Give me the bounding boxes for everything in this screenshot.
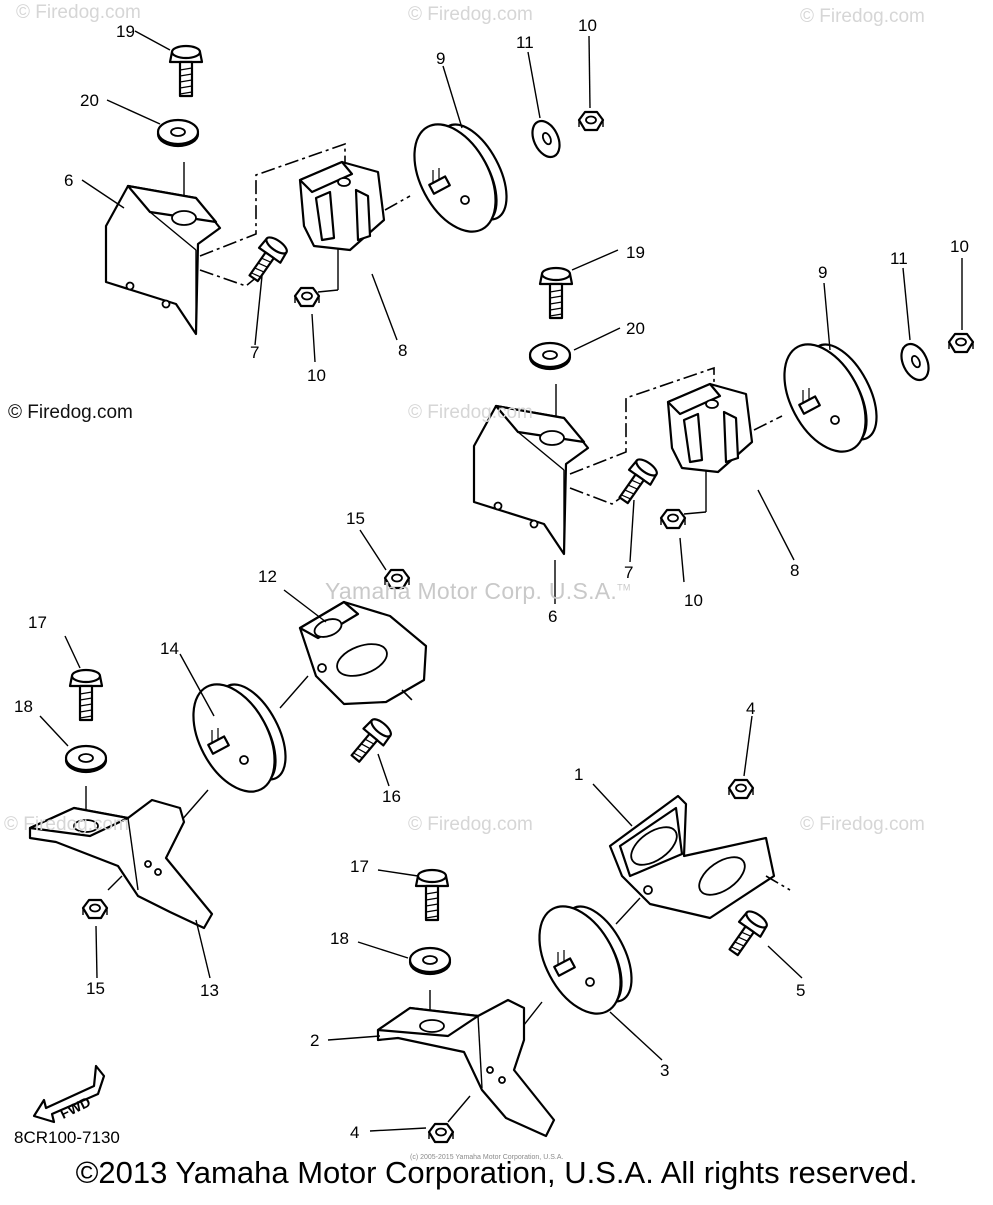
callout-12: 12: [258, 567, 277, 586]
engine-bracket-6-a: [104, 184, 222, 336]
callout-11-a: 11: [516, 33, 534, 52]
watermark: © Firedog.com: [800, 6, 925, 27]
bracket-1: [608, 794, 776, 920]
callout-19-b: 19: [626, 243, 645, 262]
callout-10-d: 10: [684, 591, 703, 610]
callout-20-b: 20: [626, 319, 645, 338]
bolt-5: [721, 906, 772, 961]
rubber-mount-9-b: [766, 329, 892, 467]
callout-20-a: 20: [80, 91, 99, 110]
bolt-7-b: [611, 454, 662, 509]
bolt-17-b: [414, 868, 450, 922]
forward-arrow: FWD: [32, 1064, 106, 1124]
callout-18-b: 18: [330, 929, 349, 948]
nut-15-b: [81, 898, 109, 920]
assembly-lower-left: [28, 568, 428, 930]
nut-10-a: [293, 286, 321, 308]
engine-bracket-6-b: [472, 404, 590, 556]
callout-10-a: 10: [307, 366, 326, 385]
assembly-upper-right: [472, 266, 975, 556]
callout-7-a: 7: [250, 343, 259, 362]
watermark: © Firedog.com: [800, 814, 925, 835]
bolt-7-a: [241, 232, 292, 287]
footer-copyright: ©2013 Yamaha Motor Corporation, U.S.A. A…: [75, 1155, 918, 1190]
washer-20-a: [156, 118, 200, 148]
callout-14: 14: [160, 639, 179, 658]
callout-2: 2: [310, 1031, 319, 1050]
upper-bracket-8-b: [666, 382, 754, 474]
callout-17-b: 17: [350, 857, 369, 876]
assembly-upper-left: [104, 44, 605, 336]
leader-lines: [39, 30, 963, 1132]
callout-3: 3: [660, 1061, 669, 1080]
nut-10-d: [947, 332, 975, 354]
callout-10-b: 10: [578, 16, 597, 35]
callout-8-b: 8: [790, 561, 799, 580]
callout-9-a: 9: [436, 49, 445, 68]
trademark-mark: TM: [617, 582, 631, 593]
yamaha-watermark: Yamaha Motor Corp. U.S.A.TM: [325, 578, 631, 605]
nut-4-b: [427, 1122, 455, 1144]
bolt-19-b: [538, 266, 574, 320]
watermark: © Firedog.com: [408, 4, 533, 25]
washer-18-a: [64, 744, 108, 774]
callout-4-a: 4: [746, 699, 755, 718]
callout-7-b: 7: [624, 563, 633, 582]
bolt-17-a: [68, 668, 104, 722]
callout-18-a: 18: [14, 697, 33, 716]
frame-bracket-13: [28, 798, 214, 930]
callout-15-b: 15: [86, 979, 105, 998]
washer-18-b: [408, 946, 452, 976]
fwd-label: FWD: [57, 1093, 93, 1121]
upper-bracket-8-a: [298, 160, 386, 252]
rubber-mount-9-a: [396, 109, 522, 247]
callout-6-a: 6: [64, 171, 73, 190]
callout-labels: 19 20 6 7 10 8 9 11 10 19 20 9 11 10 7 1…: [14, 16, 969, 1142]
diagram-code: 8CR100-7130: [14, 1128, 120, 1147]
callout-6-b: 6: [548, 607, 557, 626]
callout-15-a: 15: [346, 509, 365, 528]
callout-17-a: 17: [28, 613, 47, 632]
watermark: © Firedog.com: [4, 814, 129, 835]
watermark: © Firedog.com: [16, 2, 141, 23]
callout-13: 13: [200, 981, 219, 1000]
watermark: © Firedog.com: [408, 402, 533, 423]
washer-20-b: [528, 341, 572, 371]
callout-1: 1: [574, 765, 583, 784]
nut-10-c: [659, 508, 687, 530]
bracket-12: [298, 600, 428, 706]
washer-11-b: [894, 338, 936, 386]
callout-16: 16: [382, 787, 401, 806]
assembly-lower-right: [376, 778, 791, 1144]
yamaha-watermark-text: Yamaha Motor Corp. U.S.A.: [325, 578, 618, 604]
callout-9-b: 9: [818, 263, 827, 282]
callout-5: 5: [796, 981, 805, 1000]
callout-8-a: 8: [398, 341, 407, 360]
fine-print: (c) 2005-2015 Yamaha Motor Corporation, …: [410, 1154, 564, 1161]
callout-19-a: 19: [116, 22, 135, 41]
watermark: © Firedog.com: [408, 814, 533, 835]
callout-11-b: 11: [890, 249, 908, 268]
rubber-mount-14: [175, 669, 301, 807]
nut-4-a: [727, 778, 755, 800]
frame-bracket-2: [376, 998, 556, 1138]
firedog-copyright: © Firedog.com: [8, 402, 133, 423]
callout-4-b: 4: [350, 1123, 359, 1142]
callout-10-c: 10: [950, 237, 969, 256]
bolt-16: [344, 714, 396, 768]
nut-10-b: [577, 110, 605, 132]
washer-11-a: [525, 115, 567, 163]
bolt-19-a: [168, 44, 204, 98]
